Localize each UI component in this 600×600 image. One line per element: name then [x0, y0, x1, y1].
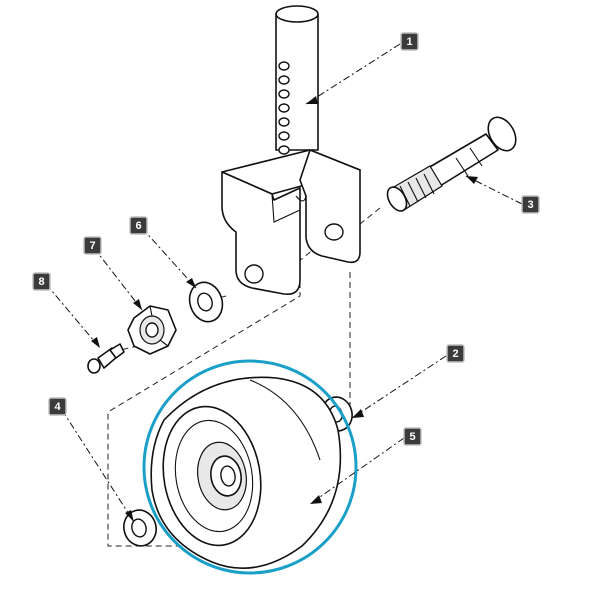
svg-text:4: 4	[54, 401, 61, 413]
caster-fork	[221, 149, 361, 296]
lock-nut	[127, 305, 177, 355]
stem-adjustment-holes	[278, 61, 290, 155]
svg-text:7: 7	[89, 240, 95, 252]
callout-3: 3	[521, 195, 540, 214]
caster-stem	[275, 5, 319, 155]
wheel-highlight-circle	[142, 359, 358, 575]
callout-8: 8	[32, 272, 51, 291]
callout-5: 5	[403, 427, 422, 446]
svg-text:2: 2	[452, 348, 458, 360]
callout-7: 7	[83, 236, 102, 255]
caster-wheel	[150, 376, 342, 570]
grease-fitting	[87, 343, 125, 374]
callout-1: 1	[400, 32, 419, 51]
svg-text:6: 6	[135, 220, 141, 232]
callout-2: 2	[446, 344, 465, 363]
callout-6: 6	[129, 216, 148, 235]
leader-lines	[45, 43, 523, 523]
washer	[188, 281, 224, 323]
svg-text:1: 1	[406, 36, 412, 48]
svg-text:3: 3	[527, 199, 533, 211]
svg-text:5: 5	[409, 431, 415, 443]
axle-bolt	[386, 116, 517, 212]
callout-4: 4	[48, 397, 67, 416]
svg-text:8: 8	[38, 276, 44, 288]
